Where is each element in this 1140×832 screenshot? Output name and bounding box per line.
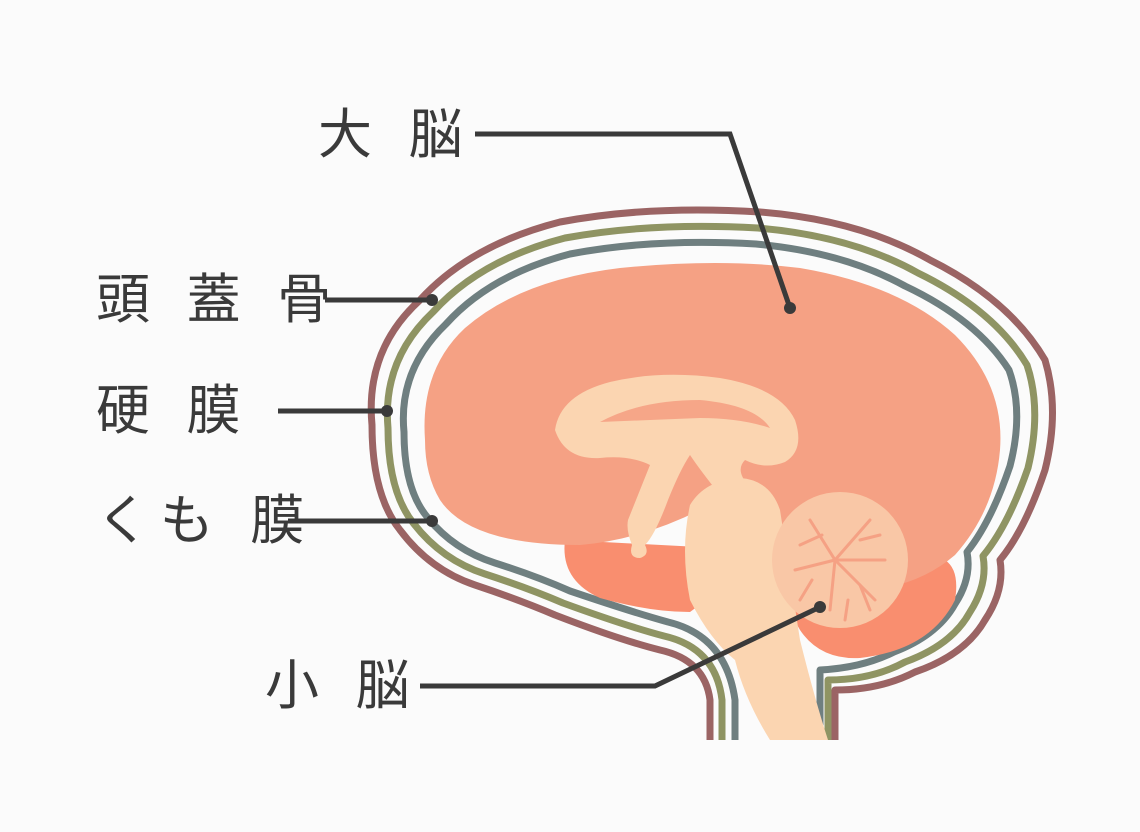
brainstem-shape bbox=[685, 478, 828, 740]
skull-label: 頭 蓋 骨 bbox=[96, 268, 341, 331]
skull-layer bbox=[367, 206, 1056, 740]
arachnoid-dot bbox=[426, 515, 438, 527]
corpus-callosum-inner bbox=[600, 400, 770, 428]
cerebrum-leader bbox=[475, 131, 793, 309]
arachnoid-label: くも 膜 bbox=[96, 489, 315, 552]
cerebellum-dot bbox=[814, 601, 826, 613]
cerebrum-label: 大 脳 bbox=[318, 103, 473, 166]
dura-label: 硬 膜 bbox=[96, 379, 251, 442]
dura-layer bbox=[383, 222, 1039, 740]
cerebellum-branches bbox=[793, 518, 887, 622]
cerebellum-leader bbox=[420, 604, 822, 689]
leader-dots bbox=[381, 294, 826, 613]
cerebellum-label: 小 脳 bbox=[265, 654, 420, 717]
skull-dot bbox=[426, 294, 438, 306]
cerebrum-dot bbox=[784, 302, 796, 314]
leader-lines bbox=[278, 131, 822, 689]
dura-dot bbox=[381, 405, 393, 417]
arachnoid-layer bbox=[399, 238, 1021, 740]
